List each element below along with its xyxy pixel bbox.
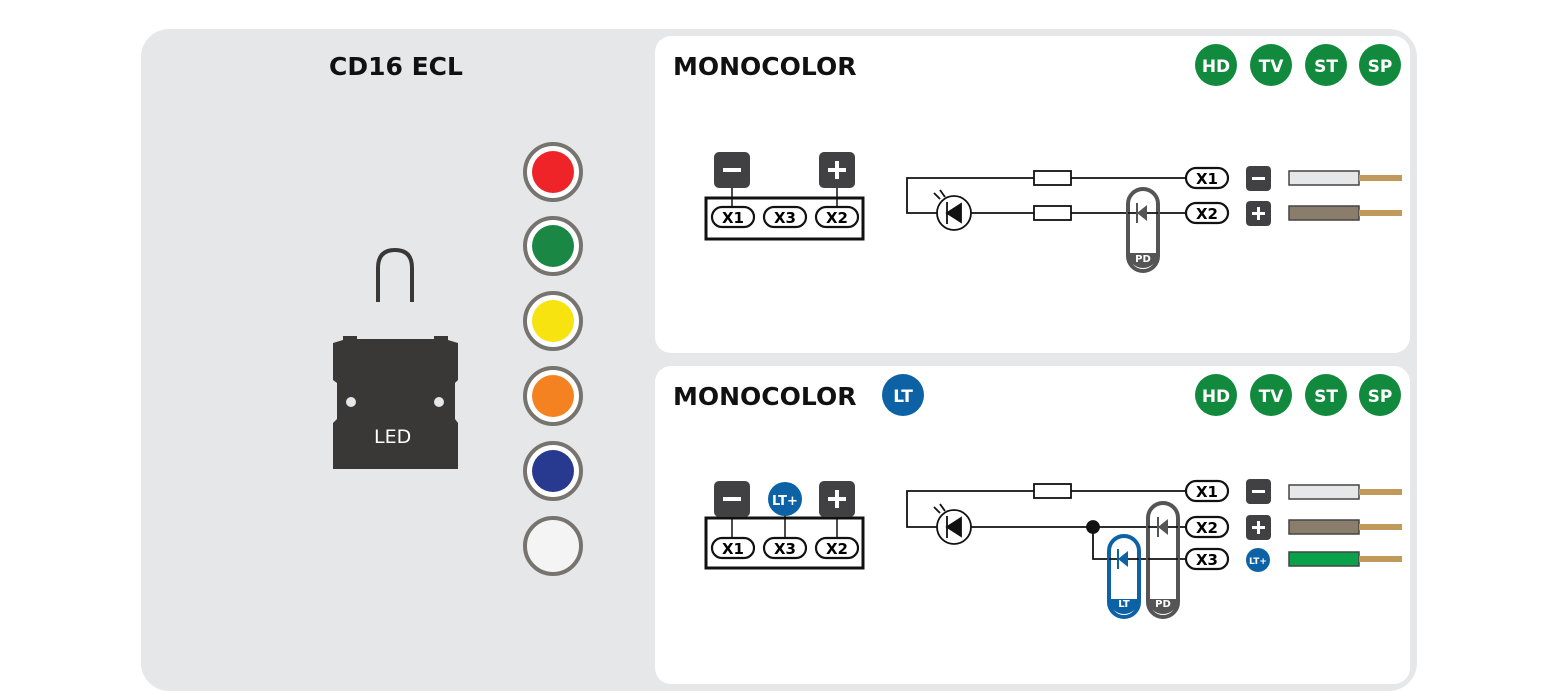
lt-title-badge: LT xyxy=(882,374,924,416)
svg-text:ST: ST xyxy=(1314,57,1338,77)
svg-text:TV: TV xyxy=(1259,387,1285,407)
feature-badges: HD TV ST SP xyxy=(1195,374,1401,416)
svg-text:SP: SP xyxy=(1368,57,1393,77)
pd-label: PD xyxy=(1155,599,1171,610)
terminal-labels: X1 X2 X3 LT+ xyxy=(1184,479,1271,572)
swatch-green xyxy=(532,225,574,267)
connector-block: X1 X3 X2 xyxy=(704,152,865,241)
lt-label: LT xyxy=(1118,599,1130,610)
svg-text:X2: X2 xyxy=(826,209,848,227)
wires xyxy=(1288,170,1402,221)
svg-text:X1: X1 xyxy=(1196,170,1218,188)
svg-text:X3: X3 xyxy=(774,209,796,227)
led-module-icon xyxy=(333,247,458,469)
svg-text:X2: X2 xyxy=(1196,205,1218,223)
lt-plus-icon xyxy=(768,482,802,516)
svg-text:X3: X3 xyxy=(774,540,796,558)
schematic xyxy=(906,170,1186,273)
svg-text:X1: X1 xyxy=(722,540,744,558)
svg-text:HD: HD xyxy=(1202,387,1230,407)
svg-text:X3: X3 xyxy=(1196,551,1218,569)
schematic xyxy=(906,483,1186,619)
color-swatches xyxy=(523,142,583,576)
swatch-blue xyxy=(532,450,574,492)
swatch-white xyxy=(523,516,583,576)
product-title: CD16 ECL xyxy=(329,52,463,81)
connector-block: LT+ X1 X3 X2 xyxy=(704,481,865,570)
swatch-yellow xyxy=(532,300,574,342)
svg-text:X1: X1 xyxy=(1196,483,1218,501)
svg-text:X1: X1 xyxy=(722,209,744,227)
led-label: LED xyxy=(374,426,412,448)
feature-badges: HD TV ST SP xyxy=(1195,44,1401,86)
svg-text:X2: X2 xyxy=(1196,519,1218,537)
panel-monocolor xyxy=(655,36,1410,353)
terminal-labels: X1 X2 xyxy=(1184,166,1271,226)
swatch-orange xyxy=(532,375,574,417)
svg-text:ST: ST xyxy=(1314,387,1338,407)
svg-text:LT+: LT+ xyxy=(772,494,798,509)
svg-text:LT: LT xyxy=(893,387,913,407)
svg-text:SP: SP xyxy=(1368,387,1393,407)
pd-label: PD xyxy=(1135,254,1151,265)
svg-text:TV: TV xyxy=(1259,57,1285,77)
swatch-red xyxy=(532,151,574,193)
panel-title: MONOCOLOR xyxy=(673,382,857,411)
wires xyxy=(1288,484,1402,567)
svg-text:X2: X2 xyxy=(826,540,848,558)
svg-text:LT+: LT+ xyxy=(1249,557,1267,567)
panel-title: MONOCOLOR xyxy=(673,52,857,81)
svg-text:HD: HD xyxy=(1202,57,1230,77)
